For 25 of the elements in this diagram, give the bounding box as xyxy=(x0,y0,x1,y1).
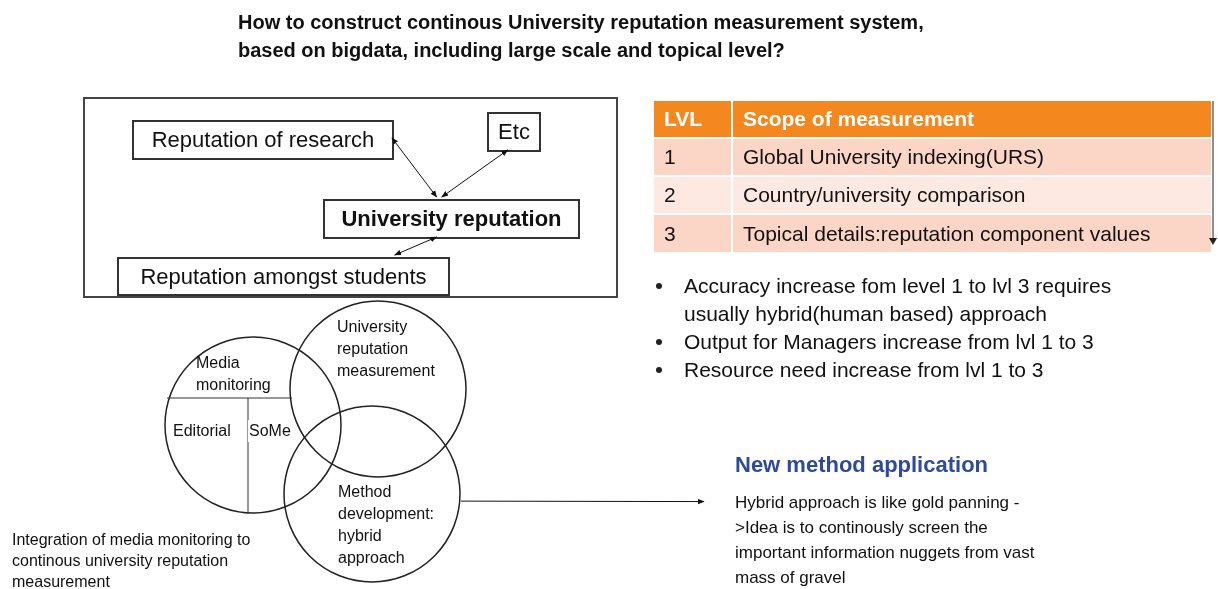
table-header-cell: Scope of measurement xyxy=(733,101,1211,137)
text-box: Reputation of research xyxy=(132,120,394,160)
text-box: Reputation amongst students xyxy=(117,257,450,296)
bullet-text: Accuracy increase fom level 1 to lvl 3 requires usually hybrid(human based) approach xyxy=(684,273,1113,327)
table-cell: Global University indexing(URS) xyxy=(733,139,1211,175)
table-cell: Topical details:reputation component values xyxy=(733,215,1211,252)
venn-label: Media monitoring xyxy=(196,353,272,395)
arrow xyxy=(460,498,705,505)
title-text: How to construct continous University reputation measurement system, based on bigdata, including large scale and topical level? xyxy=(238,10,925,63)
body-text: Hybrid approach is like gold panning ->Idea is to continously screen the important information nuggets from vast mass of gravel xyxy=(735,492,1036,589)
table-cell: 1 xyxy=(654,139,731,175)
venn-label: University reputation measurement xyxy=(337,317,436,381)
bullet-text: Resource need increase from lvl 1 to 3 xyxy=(684,357,1045,383)
arrow xyxy=(391,137,438,198)
table-cell: Country/university comparison xyxy=(733,177,1211,213)
section-heading: New method application xyxy=(735,452,990,478)
table-cell: 2 xyxy=(654,177,731,213)
bullet-text: Output for Managers increase from lvl 1 to 3 xyxy=(684,329,1095,355)
frame-box xyxy=(83,97,618,298)
text-box: University reputation xyxy=(323,199,580,239)
caption-text: Integration of media monitoring to continous university reputation measurement xyxy=(12,530,252,589)
table-cell: 3 xyxy=(654,215,731,252)
text-box: Etc xyxy=(487,112,541,152)
table-header-cell: LVL xyxy=(654,101,731,137)
venn-label: SoMe xyxy=(248,420,292,442)
